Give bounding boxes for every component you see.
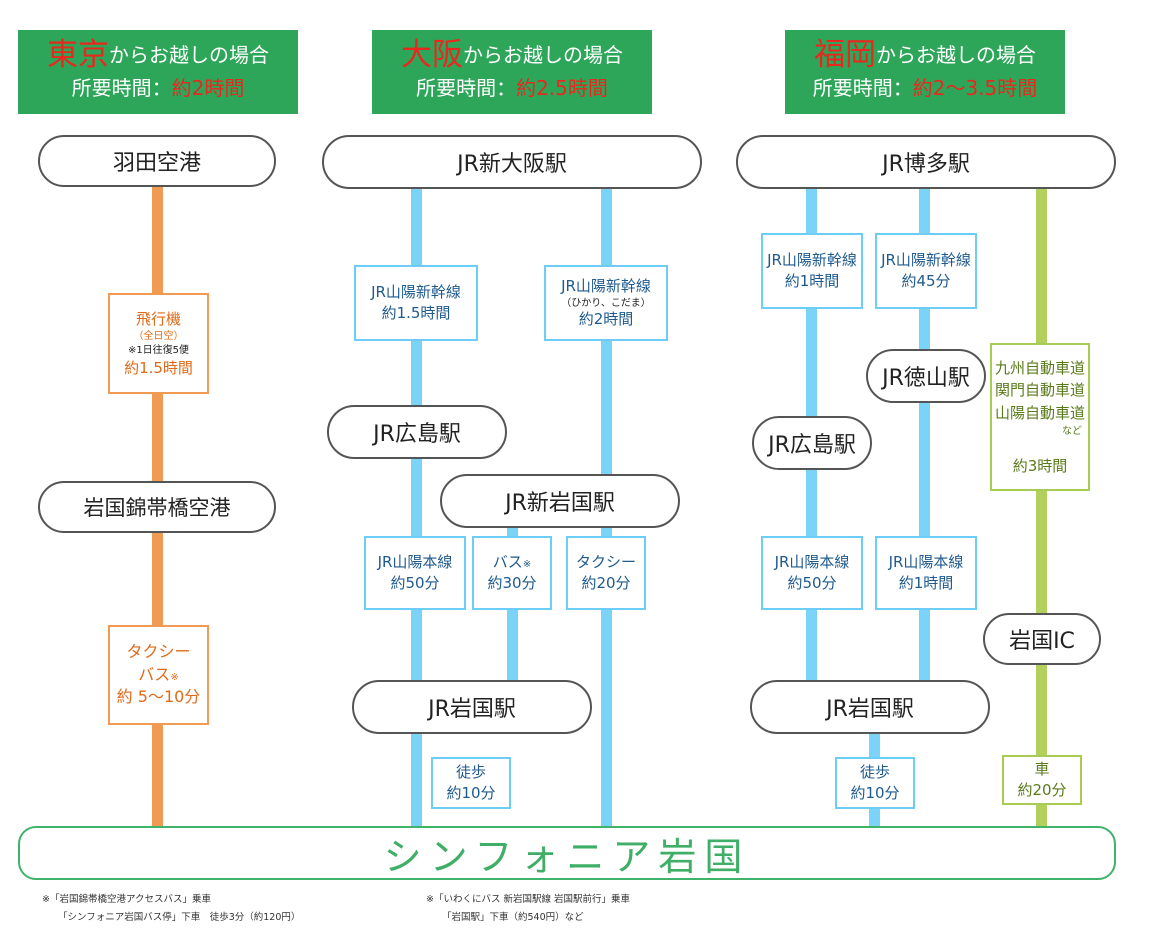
info-expressway: 九州自動車道 関門自動車道 山陽自動車道 など 約3時間 (990, 343, 1090, 491)
info-walk-osaka: 徒歩 約10分 (431, 757, 511, 809)
info-sanyo-line-fukuoka-1: JR山陽本線 約50分 (761, 536, 863, 610)
city-name: 東京 (47, 37, 109, 73)
expressway-line (1036, 188, 1047, 830)
station-iwakuni-fukuoka: JR岩国駅 (750, 680, 990, 734)
shinkansen-line-tokuyama (919, 188, 930, 688)
info-sanyo-line-osaka: JR山陽本線 約50分 (364, 536, 466, 610)
station-haneda-airport: 羽田空港 (38, 135, 276, 187)
info-taxi-bus-tokyo: タクシー バス※ 約 5〜10分 (108, 625, 209, 725)
station-iwakuni-ic: 岩国IC (983, 613, 1101, 665)
info-shinkansen-fukuoka-1: JR山陽新幹線 約1時間 (761, 233, 863, 309)
info-car: 車 約20分 (1002, 755, 1082, 805)
footnote-airport-bus: ※「岩国錦帯橋空港アクセスバス」乗車 「シンフォニア岩国バス停」下車 徒歩3分（… (42, 894, 301, 923)
shinkansen-line-hiroshima (411, 188, 422, 830)
info-walk-fukuoka: 徒歩 約10分 (835, 757, 915, 809)
station-shin-osaka: JR新大阪駅 (322, 135, 702, 189)
info-sanyo-line-fukuoka-2: JR山陽本線 約1時間 (875, 536, 977, 610)
travel-time: 約2〜3.5時間 (912, 76, 1038, 100)
destination-symphonia-iwakuni: シンフォニア岩国 (18, 826, 1116, 880)
station-hiroshima-osaka: JR広島駅 (327, 405, 507, 459)
station-hakata: JR博多駅 (736, 135, 1116, 189)
info-taxi-osaka: タクシー 約20分 (566, 536, 646, 610)
city-name: 大阪 (401, 37, 463, 73)
header-tokyo: 東京からお越しの場合 所要時間：約2時間 (18, 30, 298, 114)
header-fukuoka: 福岡からお越しの場合 所要時間：約2〜3.5時間 (785, 30, 1065, 114)
station-shin-iwakuni: JR新岩国駅 (440, 474, 680, 528)
header-osaka: 大阪からお越しの場合 所要時間：約2.5時間 (372, 30, 652, 114)
station-tokuyama: JR徳山駅 (866, 349, 986, 403)
info-shinkansen-osaka-2: JR山陽新幹線 （ひかり、こだま） 約2時間 (544, 265, 668, 341)
station-iwakuni-kintaikyo-airport: 岩国錦帯橋空港 (38, 481, 276, 533)
info-shinkansen-osaka-1: JR山陽新幹線 約1.5時間 (354, 265, 478, 341)
station-hiroshima-fukuoka: JR広島駅 (752, 416, 872, 470)
station-iwakuni-osaka: JR岩国駅 (352, 680, 592, 734)
info-bus-osaka: バス※ 約30分 (472, 536, 552, 610)
info-plane: 飛行機 （全日空） ※1日往復5便 約1.5時間 (108, 293, 209, 394)
footnote-iwakuni-bus: ※「いわくにバス 新岩国駅線 岩国駅前行」乗車 「岩国駅」下車（約540円）など (426, 894, 631, 923)
city-name: 福岡 (814, 37, 876, 73)
info-shinkansen-fukuoka-2: JR山陽新幹線 約45分 (875, 233, 977, 309)
travel-time: 約2時間 (171, 76, 245, 100)
travel-time: 約2.5時間 (516, 76, 608, 100)
